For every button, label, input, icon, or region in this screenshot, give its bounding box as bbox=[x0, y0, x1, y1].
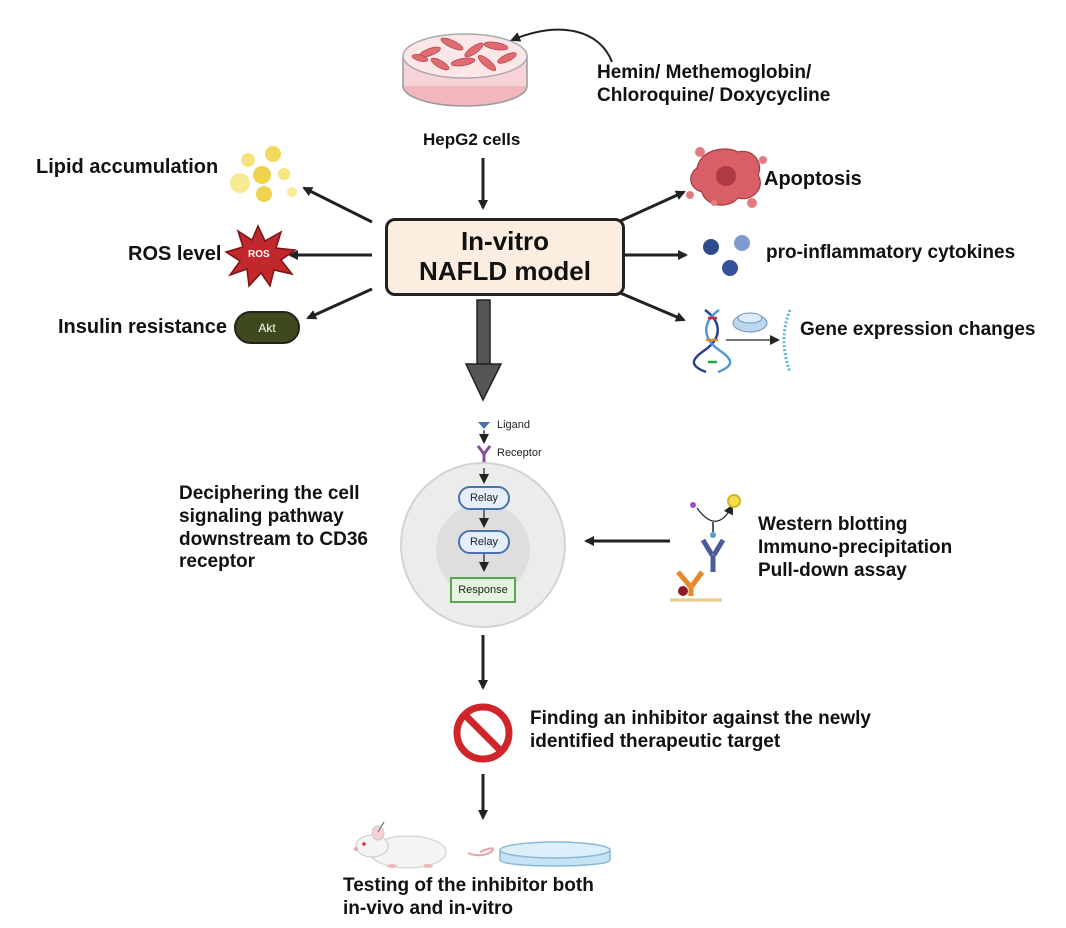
methods-line-1: Western blotting bbox=[758, 514, 908, 535]
ribosome-icon bbox=[726, 312, 780, 345]
model-title-line-2: NAFLD model bbox=[419, 256, 591, 286]
model-title-line-1: In-vitro bbox=[460, 226, 550, 257]
testing-line-2: in-vivo and in-vitro bbox=[343, 897, 513, 919]
inhibitor-label: Finding an inhibitor against the newly i… bbox=[530, 708, 871, 754]
culture-dish-icon bbox=[499, 841, 611, 867]
testing-label: Testing of the inhibitor both in-vivo an… bbox=[343, 875, 594, 921]
inhibitor-line-2: identified therapeutic target bbox=[530, 730, 781, 752]
signaling-line-3: downstream to CD36 bbox=[179, 528, 368, 550]
cytokines-icon bbox=[703, 235, 750, 276]
insulin-label: Insulin resistance bbox=[58, 316, 227, 338]
signaling-line-4: receptor bbox=[179, 551, 256, 573]
treatment-label: Hemin/ Methemoglobin/ Chloroquine/ Doxyc… bbox=[597, 62, 830, 108]
mouse-icon bbox=[354, 821, 494, 869]
relay-box-1: Relay bbox=[458, 486, 510, 510]
dna-icon bbox=[692, 308, 732, 374]
treatment-line-1: Hemin/ Methemoglobin/ bbox=[597, 62, 812, 83]
apoptosis-label: Apoptosis bbox=[764, 168, 862, 190]
signaling-line-2: signaling pathway bbox=[179, 505, 344, 527]
apoptosis-cell-icon bbox=[686, 147, 767, 208]
antibody-icon bbox=[670, 494, 741, 602]
receptor-label: Receptor bbox=[497, 447, 542, 459]
to-gene-arrow bbox=[617, 290, 686, 322]
gene-label: Gene expression changes bbox=[800, 319, 1036, 340]
petri-dish-icon bbox=[402, 33, 528, 107]
ros-label: ROS level bbox=[128, 243, 222, 265]
ligand-label: Ligand bbox=[497, 419, 531, 431]
testing-line-1: Testing of the inhibitor both bbox=[343, 875, 594, 896]
lipid-label: Lipid accumulation bbox=[36, 156, 219, 178]
to-insulin-arrow bbox=[306, 287, 373, 320]
akt-badge: Akt bbox=[234, 311, 300, 344]
ros-burst-icon bbox=[224, 224, 298, 288]
methods-label: Western blotting Immuno-precipitation Pu… bbox=[758, 514, 952, 582]
to-lipid-arrow bbox=[302, 186, 373, 224]
nafld-model-box: In-vitro NAFLD model bbox=[385, 218, 625, 296]
methods-line-3: Pull-down assay bbox=[758, 559, 907, 581]
treatment-line-2: Chloroquine/ Doxycycline bbox=[597, 84, 831, 106]
prohibit-icon bbox=[453, 703, 513, 763]
relay-box-2: Relay bbox=[458, 530, 510, 554]
inhibitor-line-1: Finding an inhibitor against the newly bbox=[530, 708, 871, 729]
signaling-line-1: Deciphering the cell bbox=[179, 483, 360, 504]
ligand-icon bbox=[478, 422, 490, 429]
mrna-strand-icon bbox=[782, 309, 792, 373]
treatment-arrow bbox=[510, 28, 613, 63]
cytokines-label: pro-inflammatory cytokines bbox=[766, 242, 1016, 263]
ros-badge: ROS bbox=[248, 249, 270, 260]
cells-label: HepG2 cells bbox=[423, 130, 521, 149]
lipid-droplets-icon bbox=[230, 146, 297, 202]
methods-line-2: Immuno-precipitation bbox=[758, 536, 953, 558]
response-box: Response bbox=[450, 577, 516, 603]
big-down-arrow bbox=[464, 299, 503, 402]
to-apoptosis-arrow bbox=[617, 190, 686, 224]
signaling-description: Deciphering the cell signaling pathway d… bbox=[179, 483, 368, 574]
